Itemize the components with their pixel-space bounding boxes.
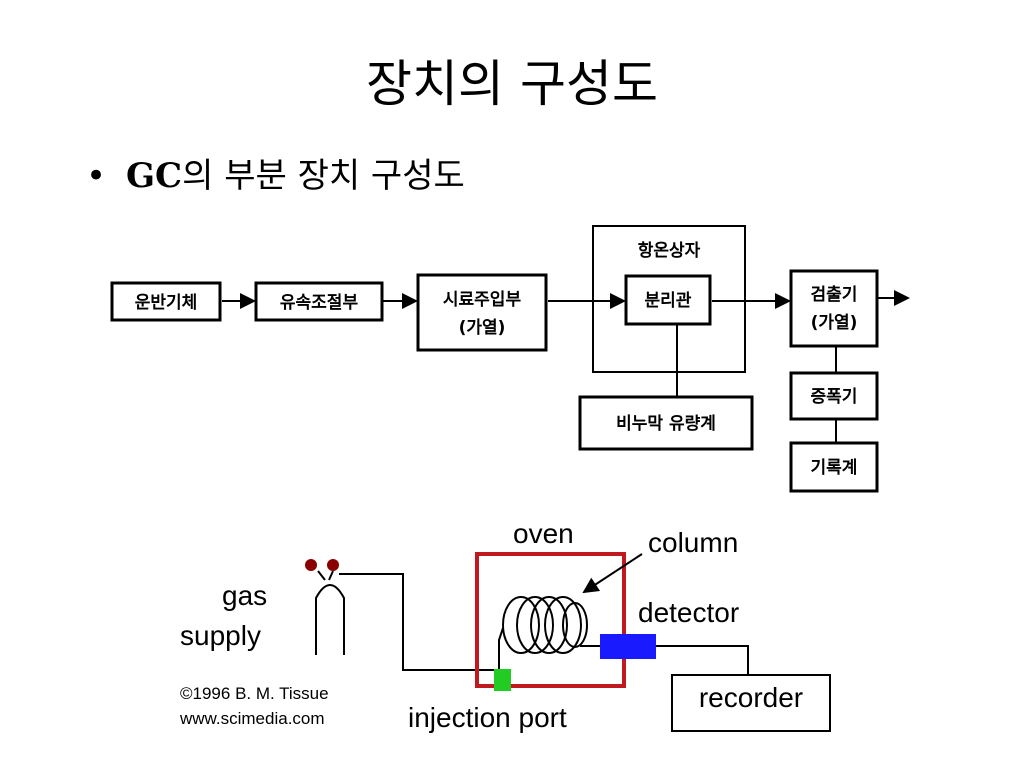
column-label-en: column — [648, 527, 738, 558]
column-label: 분리관 — [645, 291, 692, 311]
website-text: www.scimedia.com — [179, 709, 325, 728]
sample-injection-label-1: 시료주입부 — [443, 290, 522, 310]
injection-port-box — [494, 669, 511, 691]
detector-label-2: (가열) — [811, 313, 858, 333]
sample-injection-box — [416, 273, 548, 352]
column-box — [624, 274, 712, 326]
thermostat-label: 항온상자 — [638, 240, 701, 261]
slide-title: 장치의 구성도 — [366, 55, 658, 113]
amplifier-label: 증폭기 — [811, 387, 858, 407]
copyright-text: ©1996 B. M. Tissue — [180, 684, 329, 703]
injection-port-label: injection port — [408, 702, 567, 733]
detector-box — [789, 269, 879, 348]
carrier-gas-box — [110, 281, 222, 322]
gas-label: gas — [222, 580, 267, 611]
sample-injection-label-2: (가열) — [459, 318, 506, 338]
block-diagram: 항온상자 운반기체 유속조절부 시료주입부 (가열) 분리관 비누막 유량계 검… — [110, 225, 910, 493]
detector-label-1: 검출기 — [811, 285, 858, 305]
gc-schematic: oven column injection port detector reco… — [179, 518, 831, 733]
recorder-label-ko: 기록계 — [811, 458, 858, 478]
gas-cylinder-icon — [315, 584, 345, 655]
oven-box — [475, 552, 626, 688]
flowmeter-box — [578, 395, 754, 451]
detector-block — [600, 634, 656, 659]
amplifier-box — [789, 371, 879, 421]
column-coil-icon — [502, 596, 588, 654]
recorder-label-en: recorder — [699, 682, 803, 713]
supply-label: supply — [180, 620, 261, 651]
oven-label: oven — [513, 518, 574, 549]
flow-control-label: 유속조절부 — [280, 292, 359, 313]
recorder-box-ko — [789, 441, 879, 493]
detector-label-en: detector — [638, 597, 739, 628]
bullet-marker: • — [86, 156, 107, 196]
flow-control-box — [254, 281, 384, 322]
valve-icon — [305, 559, 317, 571]
recorder-box-en — [671, 674, 831, 732]
bullet-gc: GC — [126, 156, 183, 196]
flowmeter-label: 비누막 유량계 — [616, 414, 716, 434]
bullet-text: 의 부분 장치 구성도 — [182, 156, 465, 196]
bullet-item: • GC의 부분 장치 구성도 — [86, 154, 465, 198]
carrier-gas-label: 운반기체 — [135, 293, 198, 313]
valve-icon — [327, 559, 339, 571]
